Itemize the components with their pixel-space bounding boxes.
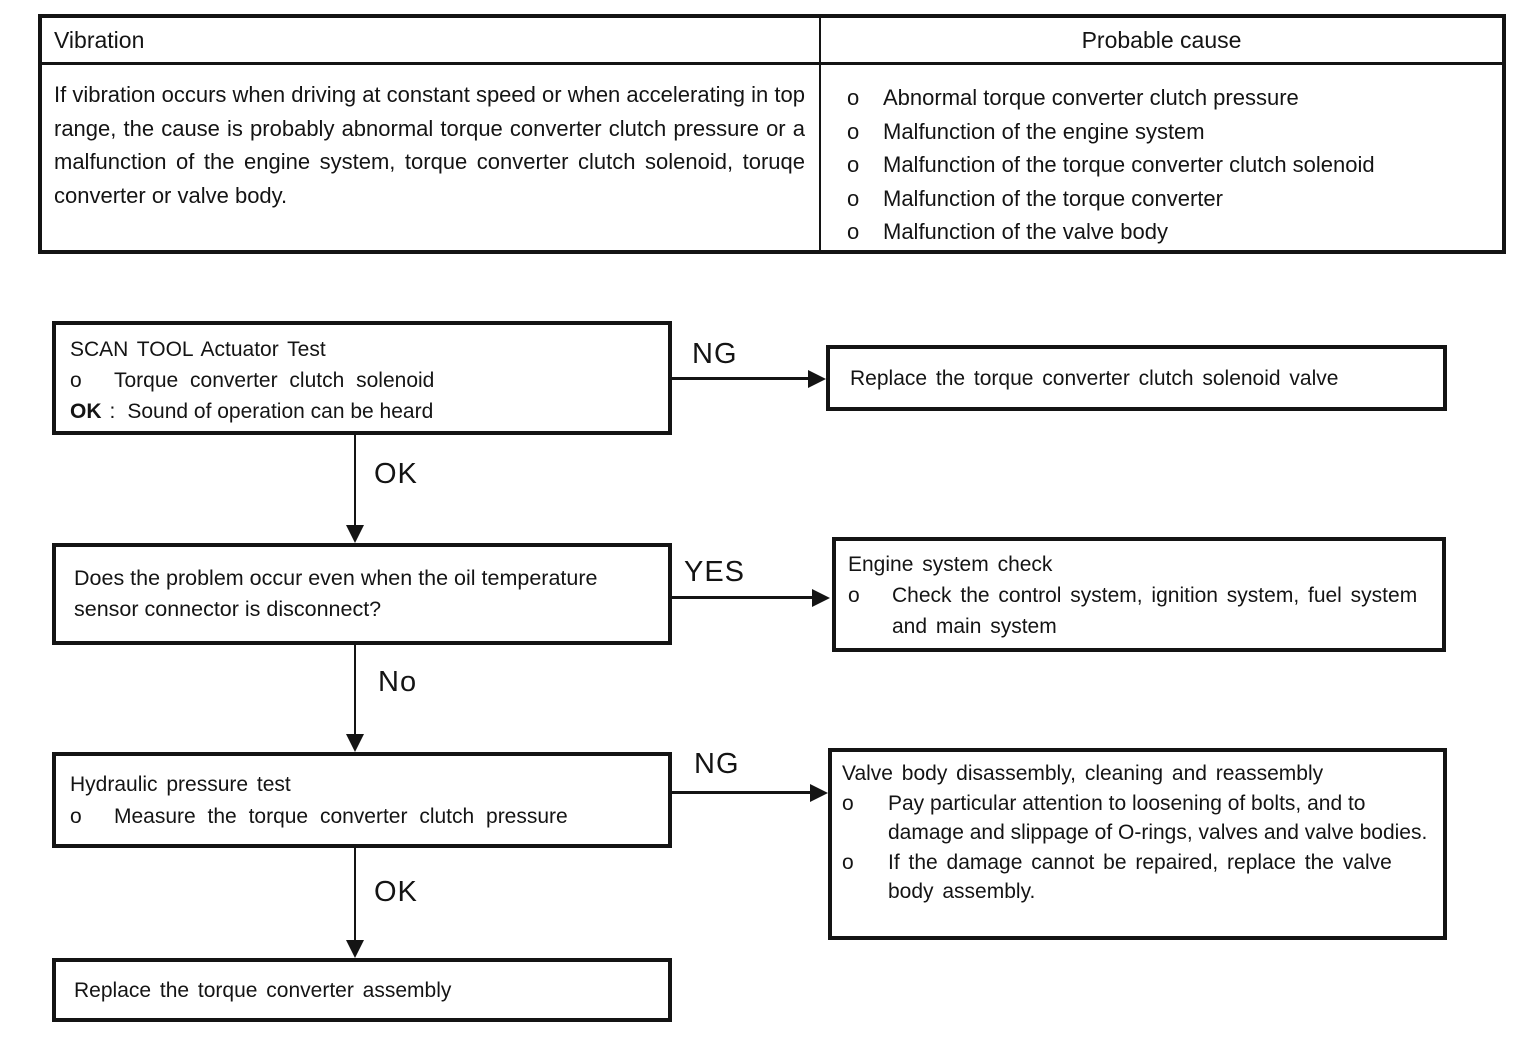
flow-step-hydraulic-pressure-test: Hydraulic pressure test o Measure the to… — [52, 752, 672, 848]
flow-action-engine-system-check: Engine system check o Check the control … — [832, 537, 1446, 652]
arrow-down-icon — [346, 525, 364, 543]
step-bullet-line: o Torque converter clutch solenoid — [70, 365, 654, 396]
ok-key: OK — [70, 400, 102, 423]
cause-text: Malfunction of the engine system — [883, 118, 1205, 144]
action-bullet-line: o Check the control system, ignition sys… — [848, 580, 1430, 642]
flow-step-oil-temp-question: Does the problem occur even when the oil… — [52, 543, 672, 645]
cause-item: o Malfunction of the valve body — [821, 215, 1494, 249]
ok-text: Sound of operation can be heard — [127, 400, 434, 423]
branch-line-1 — [672, 377, 808, 380]
cause-text: Malfunction of the torque converter clut… — [883, 152, 1375, 177]
symptom-text: If vibration occurs when driving at cons… — [54, 82, 805, 208]
cause-bullet: o — [847, 185, 860, 211]
cause-bullet: o — [847, 118, 860, 144]
connector-line-2 — [354, 645, 356, 734]
step-bullet-line: o Measure the torque converter clutch pr… — [70, 801, 654, 833]
action-bullet-text: Check the control system, ignition syste… — [892, 584, 1418, 638]
step-bullet-text: Torque converter clutch solenoid — [114, 369, 435, 392]
branch-label-ng-2: NG — [694, 748, 740, 780]
cause-bullet: o — [847, 219, 860, 244]
arrow-down-icon — [346, 940, 364, 958]
connector-label-ok-2: OK — [374, 876, 418, 908]
step-text: Replace the torque converter assembly — [74, 978, 452, 1002]
connector-line-1 — [354, 435, 356, 525]
bullet: o — [842, 791, 854, 815]
bullet: o — [842, 850, 854, 874]
symptom-cell: If vibration occurs when driving at cons… — [42, 65, 821, 250]
branch-label-yes: YES — [684, 556, 746, 588]
arrow-right-icon — [812, 589, 830, 607]
table-header-symptom-label: Vibration — [54, 26, 145, 53]
step-title: SCAN TOOL Actuator Test — [70, 338, 326, 361]
branch-line-2 — [672, 596, 812, 599]
arrow-right-icon — [808, 370, 826, 388]
cause-item: o Malfunction of the engine system — [821, 115, 1494, 149]
table-header-cause: Probable cause — [821, 18, 1502, 65]
flow-step-replace-torque-converter: Replace the torque converter assembly — [52, 958, 672, 1022]
table-header-cause-label: Probable cause — [1081, 26, 1242, 53]
action-bullet-text: Pay particular attention to loosening of… — [888, 791, 1428, 845]
symptom-cause-table: Vibration Probable cause If vibration oc… — [38, 14, 1506, 254]
flow-step-scan-tool-test: SCAN TOOL Actuator Test o Torque convert… — [52, 321, 672, 435]
ok-separator: : — [109, 400, 116, 423]
action-title: Engine system check — [848, 553, 1053, 576]
cause-item: o Malfunction of the torque converter cl… — [821, 148, 1494, 182]
connector-label-no: No — [378, 666, 418, 698]
action-bullet-text: If the damage cannot be repaired, replac… — [888, 850, 1392, 904]
action-bullet-line: o If the damage cannot be repaired, repl… — [842, 848, 1433, 907]
action-title: Valve body disassembly, cleaning and rea… — [842, 762, 1324, 785]
table-header-symptom: Vibration — [42, 18, 821, 65]
connector-line-3 — [354, 848, 356, 940]
connector-label-ok-1: OK — [374, 458, 418, 490]
step-bullet-text: Measure the torque converter clutch pres… — [114, 805, 568, 828]
cause-bullet: o — [847, 152, 860, 177]
cause-item: o Abnormal torque converter clutch press… — [821, 81, 1494, 115]
cause-text: Malfunction of the valve body — [883, 219, 1168, 244]
action-text: Replace the torque converter clutch sole… — [850, 366, 1339, 390]
flow-action-replace-solenoid-valve: Replace the torque converter clutch sole… — [826, 345, 1447, 411]
action-bullet-line: o Pay particular attention to loosening … — [842, 789, 1433, 848]
cause-item: o Malfunction of the torque converter — [821, 182, 1494, 216]
cause-bullet: o — [847, 85, 860, 110]
cause-text: Malfunction of the torque converter — [883, 185, 1223, 211]
bullet: o — [848, 584, 860, 607]
step-title: Hydraulic pressure test — [70, 773, 291, 796]
cause-text: Abnormal torque converter clutch pressur… — [883, 85, 1299, 110]
flow-action-valve-body-service: Valve body disassembly, cleaning and rea… — [828, 748, 1447, 940]
branch-line-3 — [672, 791, 810, 794]
cause-cell: o Abnormal torque converter clutch press… — [821, 65, 1502, 250]
arrow-down-icon — [346, 734, 364, 752]
bullet: o — [70, 369, 82, 392]
arrow-right-icon — [810, 784, 828, 802]
step-question: Does the problem occur even when the oil… — [74, 566, 598, 621]
step-ok-line: OK : Sound of operation can be heard — [70, 396, 654, 427]
branch-label-ng-1: NG — [692, 338, 738, 370]
bullet: o — [70, 805, 82, 828]
